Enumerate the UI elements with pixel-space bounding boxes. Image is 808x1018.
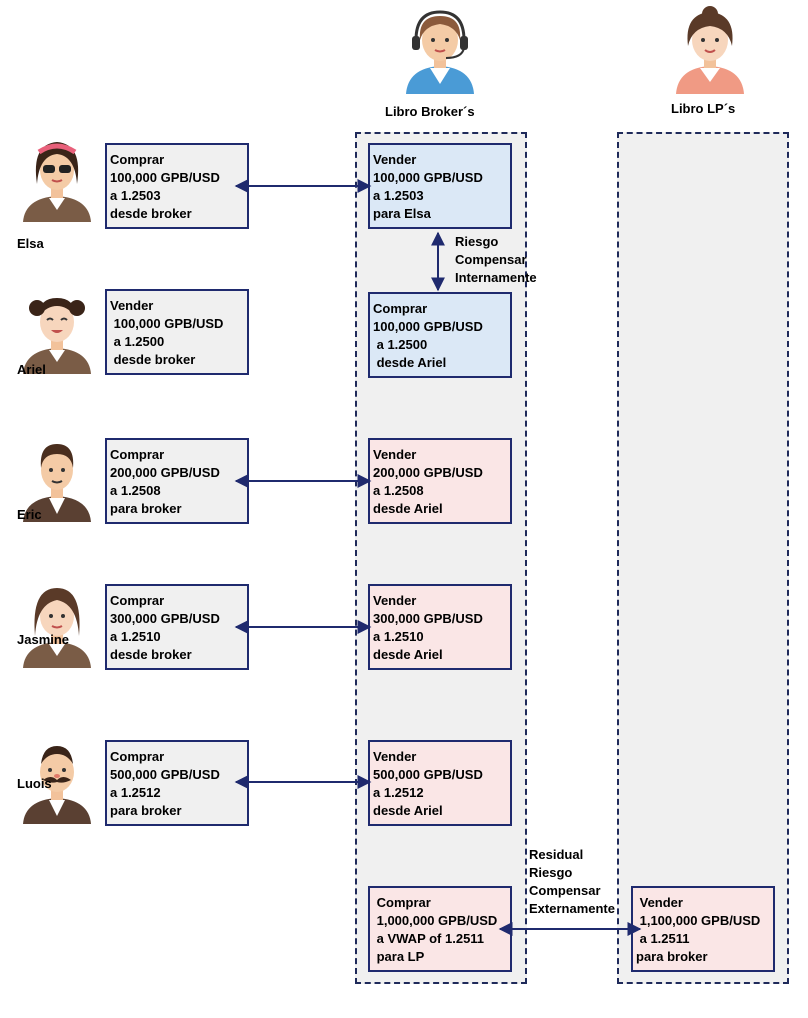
broker-entry-elsa: Vender 100,000 GPB/USD a 1.2503 para Els… xyxy=(368,143,512,229)
client-name-elsa: Elsa xyxy=(17,236,44,251)
lp-book-column xyxy=(617,132,789,984)
client-order-jasmine: Comprar 300,000 GPB/USD a 1.2510 desde b… xyxy=(105,584,249,670)
broker-entry-eric: Vender 200,000 GPB/USD a 1.2508 desde Ar… xyxy=(368,438,512,524)
elsa-avatar-icon xyxy=(23,142,91,222)
client-name-eric: Eric xyxy=(17,507,42,522)
broker-agent-icon xyxy=(406,10,474,94)
lp-person-icon xyxy=(676,6,744,94)
client-name-jasmine: Jasmine xyxy=(17,632,70,647)
jasmine-avatar-icon xyxy=(23,588,91,668)
client-order-elsa: Comprar 100,000 GPB/USD a 1.2503 desde b… xyxy=(105,143,249,229)
broker-entry-jasmine: Vender 300,000 GPB/USD a 1.2510 desde Ar… xyxy=(368,584,512,670)
eric-avatar-icon xyxy=(23,444,91,522)
client-order-luois: Comprar 500,000 GPB/USD a 1.2512 para br… xyxy=(105,740,249,826)
external-offset-note: Residual Riesgo Compensar Externamente xyxy=(529,847,615,916)
client-name-ariel: Ariel xyxy=(17,362,46,377)
broker-entry-ariel-buy: Comprar 100,000 GPB/USD a 1.2500 desde A… xyxy=(368,292,512,378)
client-name-luois: Luois xyxy=(17,776,52,791)
lp-entry-sell: Vender 1,100,000 GPB/USD a 1.2511 para b… xyxy=(631,886,775,972)
ariel-avatar-icon xyxy=(23,298,91,374)
luois-avatar-icon xyxy=(23,746,91,824)
client-order-eric: Comprar 200,000 GPB/USD a 1.2508 para br… xyxy=(105,438,249,524)
lp-book-title: Libro LP´s xyxy=(671,101,736,116)
broker-entry-lp-buy: Comprar 1,000,000 GPB/USD a VWAP of 1.25… xyxy=(368,886,512,972)
broker-entry-luois: Vender 500,000 GPB/USD a 1.2512 desde Ar… xyxy=(368,740,512,826)
internal-offset-note: Riesgo Compensar Internamente xyxy=(455,234,537,285)
broker-book-title: Libro Broker´s xyxy=(385,104,475,119)
client-order-ariel: Vender 100,000 GPB/USD a 1.2500 desde br… xyxy=(105,289,249,375)
